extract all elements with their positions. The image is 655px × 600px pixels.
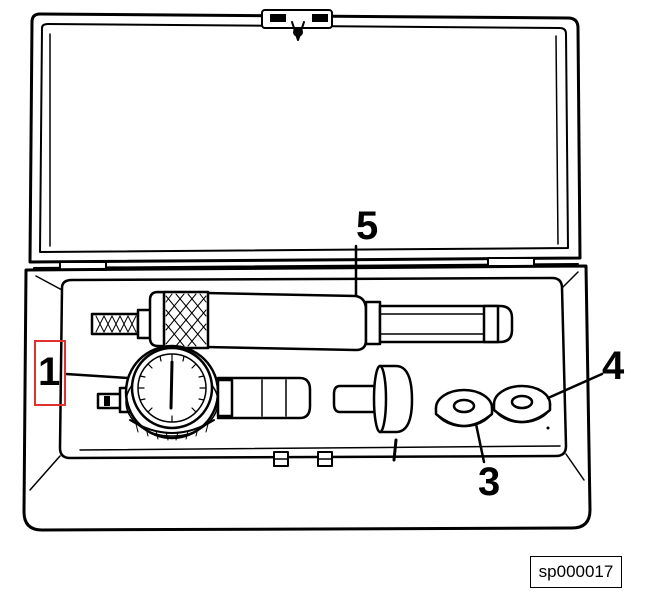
- detail-dot: [546, 426, 550, 430]
- callout-3: 3: [478, 460, 501, 504]
- callout-1: 1: [38, 350, 61, 394]
- dial-indicator: [96, 344, 312, 441]
- leader-1: [64, 372, 130, 380]
- lid-latch: [261, 9, 333, 41]
- measuring-anvil: [332, 364, 414, 434]
- leader-lines: [64, 244, 604, 464]
- hinge: [29, 257, 581, 271]
- bore-gauge-body: [90, 290, 514, 352]
- case-lid: [28, 12, 582, 264]
- leader-4: [546, 372, 604, 400]
- reference-code: sp000017: [530, 556, 622, 588]
- leader-3: [474, 422, 486, 464]
- ring-gauge-4: [492, 384, 552, 424]
- callout-4: 4: [602, 344, 625, 388]
- base-latches: [273, 451, 333, 467]
- ring-gauge-3: [434, 388, 494, 428]
- callout-5: 5: [356, 204, 379, 248]
- callout-1-highlight: [34, 340, 66, 406]
